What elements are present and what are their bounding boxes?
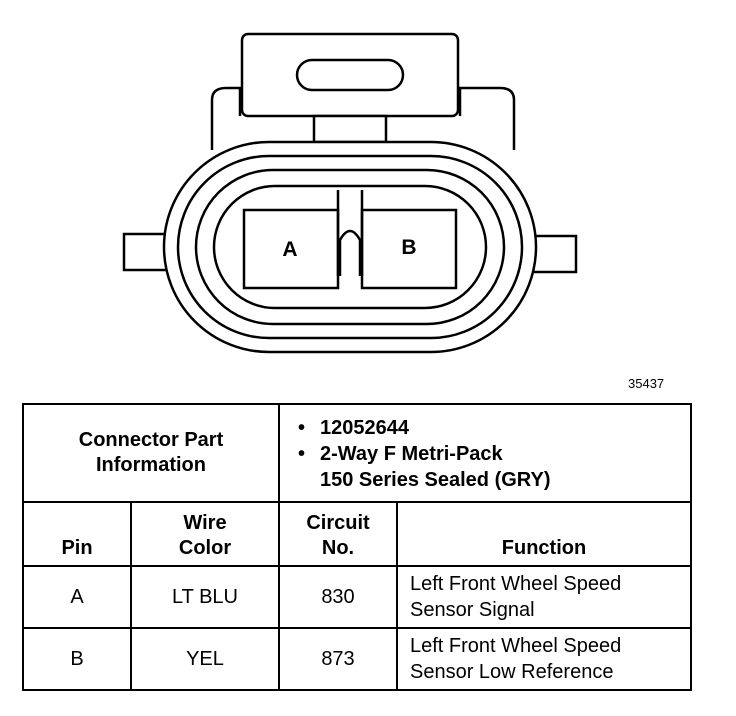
header-circuit-line1: Circuit [306, 512, 370, 534]
connector-info-table: Connector Part Information • 12052644 • 2-… [22, 403, 692, 691]
figure-number: 35437 [628, 376, 665, 391]
circuit-cell: 873 [278, 627, 398, 691]
bullet-icon: • [298, 443, 306, 465]
connector-face-diagram: A B [122, 32, 578, 354]
right-ear [530, 234, 578, 274]
function-cell: Left Front Wheel Speed Sensor Low Refere… [396, 627, 692, 691]
pin-cell: B [22, 627, 132, 691]
function-cell: Left Front Wheel Speed Sensor Signal [396, 565, 692, 629]
part-info-label-line1: Connector Part [78, 429, 224, 451]
table-row: B YEL 873 Left Front Wheel Speed Sensor … [22, 627, 692, 691]
lock-tab-slot [295, 58, 405, 92]
pin-b-label: B [401, 236, 416, 259]
header-wire-color: Wire Color [130, 501, 280, 567]
header-circuit-line2: No. [321, 537, 355, 559]
header-pin: Pin [22, 501, 132, 567]
part-description-line1: 2-Way F Metri-Pack [320, 443, 503, 465]
function-line2: Sensor Low Reference [410, 661, 614, 683]
function-line1: Left Front Wheel Speed [410, 635, 622, 657]
header-circuit: Circuit No. [278, 501, 398, 567]
center-divider-arch [338, 229, 362, 276]
housing-ring-3 [194, 168, 506, 326]
header-function: Function [396, 501, 692, 567]
function-line2: Sensor Signal [410, 599, 535, 621]
lock-tab-stem [312, 114, 388, 144]
wire-color-cell: LT BLU [130, 565, 280, 629]
part-info-label-line2: Information [96, 454, 206, 476]
lock-tab [240, 32, 460, 118]
part-info-label: Connector Part Information [22, 403, 280, 503]
housing-ring-2 [176, 154, 524, 340]
part-number: 12052644 [320, 417, 409, 439]
housing-outer [162, 140, 538, 354]
wire-color-cell: YEL [130, 627, 280, 691]
pin-a-label: A [282, 238, 297, 261]
part-info-row: Connector Part Information • 12052644 • 2-… [22, 403, 692, 503]
part-desc-line: • 2-Way F Metri-Pack [298, 441, 690, 467]
bullet-icon: • [298, 417, 306, 439]
part-number-line: • 12052644 [298, 415, 690, 441]
header-wire-color-line1: Wire [183, 512, 227, 534]
column-header-row: Pin Wire Color Circuit No. Function [22, 501, 692, 567]
housing-inner [212, 184, 488, 310]
table-row: A LT BLU 830 Left Front Wheel Speed Sens… [22, 565, 692, 629]
left-ear [122, 232, 170, 272]
pin-cell: A [22, 565, 132, 629]
part-info-value: • 12052644 • 2-Way F Metri-Pack 150 Series… [278, 403, 692, 503]
function-line1: Left Front Wheel Speed [410, 573, 622, 595]
part-description-line2: 150 Series Sealed (GRY) [320, 469, 551, 491]
header-wire-color-line2: Color [178, 537, 232, 559]
circuit-cell: 830 [278, 565, 398, 629]
